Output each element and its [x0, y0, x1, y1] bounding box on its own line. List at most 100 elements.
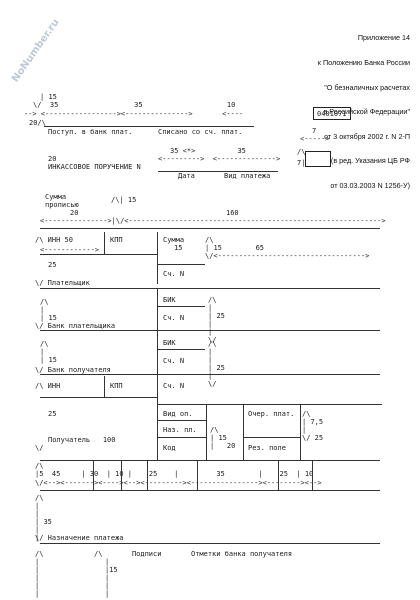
dim-7: 7 — [312, 127, 317, 135]
form-code-box: 0401071 — [313, 107, 351, 120]
dim-15-code: /\| 15| 20 — [210, 426, 236, 450]
rule — [157, 404, 382, 405]
rule — [40, 330, 380, 331]
purpose-block: /\||| 35|| — [35, 494, 52, 542]
tax-row: |5 45 | 30 | 10 | 25 | 35 | 25 | 10 — [35, 470, 314, 478]
code-label: Код — [163, 444, 176, 452]
account-label: Сч. N — [163, 314, 185, 322]
rule — [157, 330, 158, 374]
watermark: NoNumber.ru — [10, 17, 62, 85]
rule — [44, 126, 254, 127]
recipient-label: Получатель 100 — [48, 436, 116, 444]
account-label: Сч. N — [163, 270, 185, 278]
dim-arrows: --> <-----------------><--------------->… — [24, 110, 244, 118]
bracket-7: 7| — [297, 159, 306, 167]
rule — [121, 460, 122, 490]
header-line: от 3 октября 2002 г. N 2-П — [324, 131, 410, 141]
status-box — [305, 151, 331, 167]
dim-15-top: | 15 — [40, 93, 57, 101]
rule — [147, 460, 148, 490]
header-line: в Российской Федерации" — [323, 107, 410, 117]
payer-bank-label: \/ Банк плательщика — [35, 322, 116, 330]
rule — [157, 264, 205, 265]
inn2-label: /\ ИНН — [35, 382, 61, 390]
dim-25-recipient: 25 — [48, 410, 57, 418]
date-label: Дата — [178, 172, 195, 180]
dim-25-recbik: /\||| 25|\/ — [208, 340, 225, 388]
signatures-row: /\ /\ Подписи Отметки банка получателя — [35, 550, 293, 558]
op-type-label: Вид оп. — [163, 410, 193, 418]
dim-160: 160 — [226, 209, 239, 217]
header-line: Приложение 14 — [357, 33, 410, 43]
rule — [278, 460, 279, 490]
bik-label: БИК — [163, 339, 176, 347]
account-label: Сч. N — [163, 357, 185, 365]
header-line: (в ред. Указания ЦБ РФ — [330, 156, 410, 166]
rule — [40, 228, 380, 229]
payer-label: \/ Плательщик — [35, 279, 90, 287]
payment-type-label: Вид платежа — [224, 172, 271, 180]
dim-7-arrow: <-----> — [300, 135, 330, 143]
sum-arrows: \/<-----------------------------------> — [205, 252, 370, 260]
bracket: /\ — [297, 148, 306, 156]
rule — [93, 460, 94, 490]
kpp2-label: КПП — [110, 382, 123, 390]
rule — [157, 374, 158, 460]
rule — [104, 376, 105, 398]
recipient-arrow: \/ — [35, 444, 44, 452]
debited-label: Списано со сч. плат. — [158, 128, 243, 136]
dim-25-bik: /\|| 25||\/ — [208, 296, 225, 344]
order-label: Очер. плат. — [248, 410, 295, 418]
tax-row-up: /\ — [35, 462, 44, 470]
rule — [206, 404, 207, 460]
rule — [243, 404, 244, 460]
words-arrows: <--------------->|\/<-------------------… — [40, 217, 386, 225]
rule — [104, 232, 105, 254]
dim-35star: 35 <*> 35 — [170, 147, 246, 155]
rule — [40, 543, 380, 544]
dim-20-title: 20 — [48, 155, 57, 163]
dim-7-5: /\| 7,5|\/ 25 — [302, 410, 324, 442]
amount-words-label: Сумма прописью — [45, 193, 79, 209]
rule — [158, 171, 278, 172]
sign-dim: ||15||| — [105, 558, 118, 598]
dim-15-words: /\| 15 — [111, 196, 137, 204]
account-label: Сч. N — [163, 382, 185, 390]
rule — [40, 490, 380, 491]
dim-15-bank: /\|| 15 — [40, 298, 57, 322]
kpp-label: КПП — [110, 236, 123, 244]
rule — [157, 306, 205, 307]
doc-title: ИНКАССОВОЕ ПОРУЧЕНИЕ N — [48, 163, 141, 171]
dim-15-recbank: /\|| 15 — [40, 340, 57, 364]
dim-65: /\ | 15 65 — [205, 236, 265, 252]
rule — [157, 288, 158, 330]
rule — [40, 397, 158, 398]
header-note: Приложение 14 к Положению Банка России "… — [210, 18, 410, 207]
rule — [197, 460, 198, 490]
rule — [157, 349, 205, 350]
tax-row-arrows: \/<--><-------><----><--><---------><---… — [35, 479, 322, 487]
inn-arrows: <------------> — [40, 246, 100, 254]
rule — [300, 404, 301, 460]
rule — [243, 437, 301, 438]
dim-15-sum: 15 — [174, 244, 183, 252]
recipient-bank-label: \/ Банк получателя — [35, 366, 111, 374]
bik-label: БИК — [163, 296, 176, 304]
dim-25-payer: 25 — [48, 261, 57, 269]
rule — [312, 460, 313, 490]
rule — [157, 420, 207, 421]
rule — [157, 232, 158, 284]
rule — [40, 374, 380, 375]
dim-row: \/ 35 35 10 — [33, 101, 236, 109]
title-arrows: <---------> <--------------> — [158, 155, 281, 163]
payment-purpose-label: \/ Назначение платежа — [35, 534, 124, 542]
inn-label: /\ ИНН 50 — [35, 236, 73, 244]
rule — [40, 460, 380, 461]
rule — [40, 288, 380, 289]
dim-20-words: 20 — [70, 209, 79, 217]
purpose-code-label: Наз. пл. — [163, 426, 197, 434]
received-label: Поступ. в банк плат. — [48, 128, 133, 136]
header-line: "О безналичных расчетах — [324, 82, 410, 92]
sign-left: ||||| — [35, 558, 40, 598]
